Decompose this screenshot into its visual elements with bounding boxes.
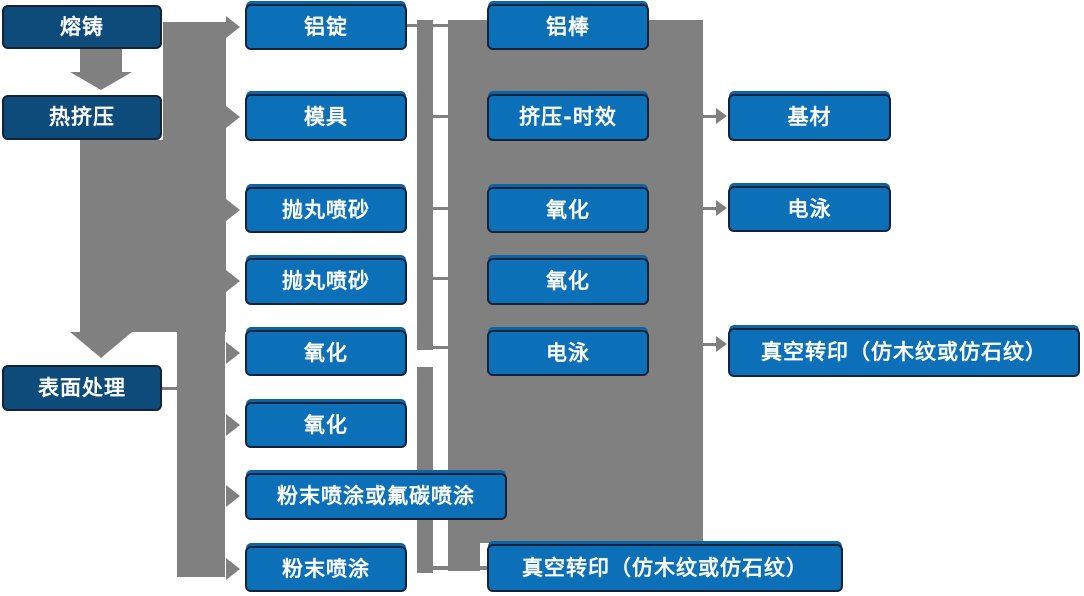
node-paowan1: 抛丸喷砂 bbox=[245, 187, 407, 233]
node-jicai: 基材 bbox=[728, 94, 891, 141]
node-dianyong1: 电泳 bbox=[487, 330, 649, 376]
node-luding: 铝锭 bbox=[245, 4, 407, 50]
node-zhenkong-right: 真空转印（仿木纹或仿石纹） bbox=[728, 328, 1080, 377]
connector-line-jicai bbox=[703, 115, 717, 118]
connector-tie-dianyong1 bbox=[433, 346, 448, 349]
connector-bus-lower bbox=[417, 367, 433, 573]
node-yanghua4: 氧化 bbox=[487, 258, 649, 305]
arrowhead-to-muju bbox=[226, 106, 240, 128]
arrowhead-down-biaomian bbox=[70, 332, 132, 358]
node-muju: 模具 bbox=[245, 94, 407, 141]
arrowhead-to-paowan1 bbox=[226, 199, 240, 221]
arrowhead-to-luding bbox=[226, 16, 240, 38]
connector-tie-yanghua3 bbox=[433, 207, 448, 210]
connector-line-dianyong2 bbox=[703, 207, 717, 210]
arrowhead-down-rejiya bbox=[70, 72, 132, 90]
node-lubang: 铝棒 bbox=[487, 4, 649, 50]
connector-bus-upper bbox=[417, 20, 433, 350]
node-zhenkong-bottom: 真空转印（仿木纹或仿石纹） bbox=[487, 544, 843, 592]
node-fenmo-fluor: 粉末喷涂或氟碳喷涂 bbox=[245, 473, 507, 520]
node-rongzhu: 熔铸 bbox=[2, 5, 162, 49]
connector-trunk-lower bbox=[177, 332, 225, 577]
node-rejiya: 热挤压 bbox=[2, 95, 162, 140]
node-fenmo: 粉末喷涂 bbox=[245, 546, 407, 592]
connector-tie-yanghua4 bbox=[433, 277, 448, 280]
arrowhead-to-fenmo-fluor bbox=[226, 485, 240, 507]
connector-rejiya-biaomian-mass bbox=[80, 140, 226, 332]
arrowhead-to-fenmo bbox=[226, 558, 240, 580]
connector-tie-lubang bbox=[433, 24, 448, 27]
arrowhead-to-paowan2 bbox=[226, 270, 240, 292]
arrowhead-to-jicai bbox=[716, 108, 727, 124]
node-yanghua3: 氧化 bbox=[487, 187, 649, 233]
node-jiya-shixiao: 挤压-时效 bbox=[487, 94, 649, 141]
node-dianyong2: 电泳 bbox=[728, 186, 891, 232]
connector-rongzhu-rejiya-bar bbox=[80, 46, 122, 74]
connector-luding-bus-stub bbox=[407, 24, 417, 27]
node-biaomianchuli: 表面处理 bbox=[2, 365, 162, 411]
node-yanghua1: 氧化 bbox=[245, 330, 407, 376]
connector-tie-jiya bbox=[433, 115, 448, 118]
connector-block-bottom-strip bbox=[448, 543, 480, 571]
node-yanghua2: 氧化 bbox=[245, 402, 407, 448]
arrowhead-to-yanghua1 bbox=[226, 342, 240, 364]
connector-line-zhenkong-right bbox=[703, 343, 717, 346]
arrowhead-to-yanghua2 bbox=[226, 414, 240, 436]
node-paowan2: 抛丸喷砂 bbox=[245, 258, 407, 305]
connector-trunk-upper bbox=[163, 22, 226, 140]
arrowhead-to-dianyong2 bbox=[716, 200, 727, 216]
connector-biaomian-trunk-line bbox=[162, 387, 178, 390]
arrowhead-to-zhenkong-right bbox=[716, 336, 727, 352]
